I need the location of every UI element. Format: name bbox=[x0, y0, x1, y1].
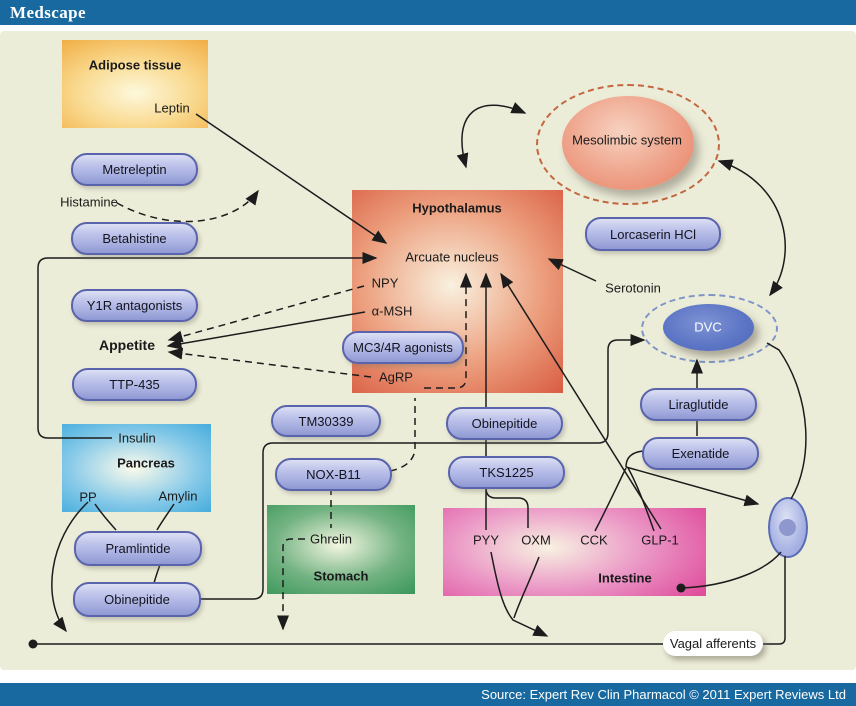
drug-metreleptin: Metreleptin bbox=[71, 153, 198, 186]
vagal-afferents-label: Vagal afferents bbox=[663, 631, 763, 656]
glp1-label: GLP-1 bbox=[641, 532, 679, 548]
drug-tm30339: TM30339 bbox=[271, 405, 381, 437]
arcuate-nucleus-label: Arcuate nucleus bbox=[405, 249, 499, 265]
leptin-label: Leptin bbox=[154, 100, 190, 116]
hypothalamus-title: Hypothalamus bbox=[412, 200, 502, 216]
drug-ttp-435: TTP-435 bbox=[72, 368, 197, 401]
appetite-label: Appetite bbox=[99, 337, 155, 353]
pyy-label: PYY bbox=[472, 532, 500, 548]
drug-pramlintide: Pramlintide bbox=[74, 531, 202, 566]
medscape-logo[interactable]: Medscape bbox=[10, 3, 86, 22]
drug-exenatide: Exenatide bbox=[642, 437, 759, 470]
pp-label: PP bbox=[79, 489, 97, 505]
cck-label: CCK bbox=[580, 532, 608, 548]
drug-nox-b11: NOX-B11 bbox=[275, 458, 392, 491]
drug-betahistine: Betahistine bbox=[71, 222, 198, 255]
alpha-msh-label: α-MSH bbox=[371, 303, 413, 319]
drug-obinepitide-pancreas: Obinepitide bbox=[73, 582, 201, 617]
insulin-label: Insulin bbox=[118, 430, 156, 446]
source-credit: Source: Expert Rev Clin Pharmacol © 2011… bbox=[481, 687, 846, 702]
mesolimbic-ellipse bbox=[562, 96, 694, 190]
histamine-label: Histamine bbox=[60, 194, 118, 210]
oxm-label: OXM bbox=[521, 532, 551, 548]
adipose-tissue-box bbox=[62, 40, 208, 128]
mesolimbic-dashed-outline bbox=[536, 84, 720, 205]
dvc-ellipse bbox=[663, 304, 754, 351]
bottom-bar bbox=[0, 683, 856, 706]
drug-lorcaserin-hcl: Lorcaserin HCl bbox=[585, 217, 721, 251]
drug-y1r-antagonists: Y1R antagonists bbox=[71, 289, 198, 322]
npy-label: NPY bbox=[371, 275, 399, 291]
serotonin-label: Serotonin bbox=[605, 280, 661, 296]
pancreas-title: Pancreas bbox=[117, 455, 175, 471]
agrp-label: AgRP bbox=[379, 369, 413, 385]
dvc-title: DVC bbox=[694, 319, 722, 335]
vagal-neuron-nucleus bbox=[779, 519, 796, 536]
stomach-title: Stomach bbox=[313, 568, 369, 584]
intestine-title: Intestine bbox=[598, 570, 652, 586]
drug-tks1225: TKS1225 bbox=[448, 456, 565, 489]
amylin-label: Amylin bbox=[158, 488, 198, 504]
drug-obinepitide-gut: Obinepitide bbox=[446, 407, 563, 440]
mesolimbic-title: Mesolimbic system bbox=[572, 132, 682, 148]
ghrelin-label: Ghrelin bbox=[310, 531, 352, 547]
intestine-box bbox=[443, 508, 706, 596]
drug-liraglutide: Liraglutide bbox=[640, 388, 757, 421]
drug-mc34r-agonists: MC3/4R agonists bbox=[342, 331, 464, 364]
adipose-title: Adipose tissue bbox=[88, 57, 182, 73]
top-bar bbox=[0, 0, 856, 25]
